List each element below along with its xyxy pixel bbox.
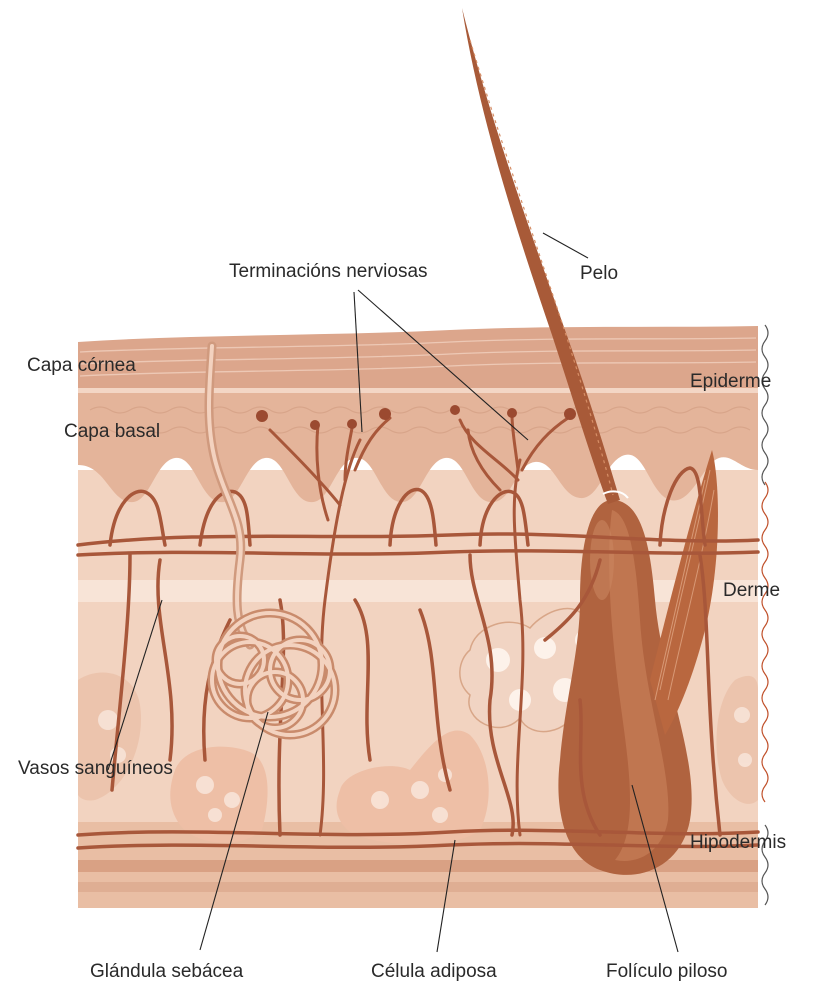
label-capa-cornea: Capa córnea (27, 356, 136, 375)
corneum-boundary (78, 388, 758, 393)
label-vasos-sanguineos: Vasos sanguíneos (18, 759, 173, 778)
dermis-light-band (78, 580, 758, 602)
label-glandula-sebacea: Glándula sebácea (90, 962, 243, 981)
label-capa-basal: Capa basal (64, 422, 160, 441)
label-celula-adiposa: Célula adiposa (371, 962, 497, 981)
epidermis-bracket (762, 325, 768, 485)
hypodermis-band-2 (78, 882, 758, 892)
stratum-corneum (78, 326, 758, 392)
label-epiderme: Epiderme (690, 372, 771, 391)
label-terminaciones-nerviosas: Terminacións nerviosas (229, 262, 428, 281)
label-hipodermis: Hipodermis (690, 833, 786, 852)
label-derme: Derme (723, 581, 780, 600)
label-foliculo-piloso: Folículo piloso (606, 962, 727, 981)
dermis-bracket (762, 482, 768, 802)
label-pelo: Pelo (580, 264, 618, 283)
